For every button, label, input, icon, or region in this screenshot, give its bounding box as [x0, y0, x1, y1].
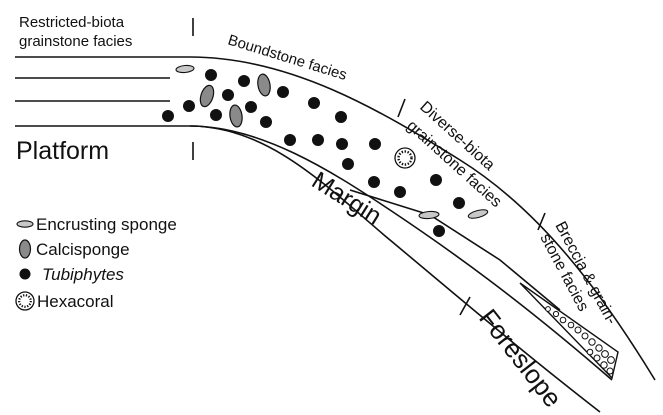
- tubiphytes-dot: [210, 109, 222, 121]
- breccia-clast: [560, 317, 566, 323]
- hexacorals: [395, 148, 415, 168]
- tubiphytes-dot: [453, 197, 465, 209]
- breccia-clast: [607, 368, 613, 374]
- tubiphytes-dot: [308, 97, 320, 109]
- tubiphytes-dot: [245, 101, 257, 113]
- breccia-clast: [582, 333, 588, 339]
- tick-boundstone: [398, 99, 405, 117]
- breccia-clast: [608, 357, 615, 364]
- calcisponge-icon: [20, 240, 31, 258]
- tubiphytes-dot: [222, 89, 234, 101]
- tubiphytes-icon: [20, 269, 31, 280]
- tubiphytes-dot: [335, 111, 347, 123]
- tubiphytes-dot: [277, 86, 289, 98]
- breccia-clast: [602, 351, 609, 358]
- foreslope-label: Foreslope: [473, 303, 568, 413]
- tubiphytes-dot: [336, 138, 348, 150]
- hexacoral-icon-inner: [19, 295, 31, 307]
- breccia-clast: [546, 307, 551, 312]
- legend: Encrusting sponge Calcisponge Tubiphytes…: [16, 215, 177, 311]
- breccia-clast: [596, 345, 602, 351]
- restricted-facies-label-line1: Restricted-biota: [19, 14, 125, 31]
- calcisponge: [198, 84, 216, 109]
- hexacoral-inner: [399, 152, 412, 165]
- breccia-clast: [575, 327, 581, 333]
- encrusting-sponge: [176, 65, 195, 74]
- breccia-clast: [587, 349, 593, 355]
- breccia-clast: [553, 311, 558, 316]
- tubiphytes-dot: [433, 225, 445, 237]
- legend-hexacoral-label: Hexacoral: [37, 292, 114, 311]
- tubiphytes-dot: [342, 158, 354, 170]
- tubiphytes-dot: [260, 116, 272, 128]
- tubiphytes-dot: [183, 100, 195, 112]
- breccia-clast: [589, 339, 595, 345]
- encrusting-sponge: [467, 208, 488, 220]
- legend-calcisponge-label: Calcisponge: [36, 240, 130, 259]
- legend-tubiphytes-label: Tubiphytes: [42, 265, 124, 284]
- calcisponge: [256, 73, 272, 97]
- tubiphytes-dot: [369, 138, 381, 150]
- tubiphytes-dot: [284, 134, 296, 146]
- tubiphytes-dot: [205, 69, 217, 81]
- calcisponge: [229, 104, 244, 127]
- restricted-facies-label-line2: grainstone facies: [19, 33, 132, 50]
- tubiphytes-dot: [162, 110, 174, 122]
- margin-label: Margin: [307, 166, 387, 230]
- tubiphytes-dot: [394, 186, 406, 198]
- encrusting-sponge-icon: [17, 221, 33, 227]
- platform-label: Platform: [16, 137, 109, 165]
- breccia-clast: [568, 322, 574, 328]
- tubiphytes-dot: [238, 75, 250, 87]
- tubiphytes-dot: [430, 174, 442, 186]
- tubiphytes-dot: [368, 176, 380, 188]
- breccia-clast: [601, 362, 607, 368]
- tubiphytes-dot: [312, 134, 324, 146]
- legend-encrusting-sponge-label: Encrusting sponge: [36, 215, 177, 234]
- breccia-clast: [594, 355, 600, 361]
